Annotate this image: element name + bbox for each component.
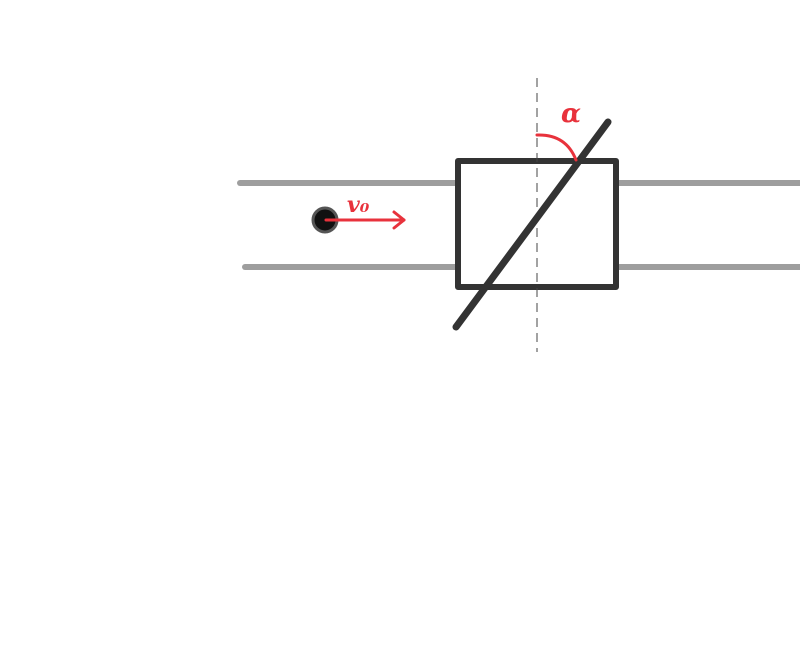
angle-arc xyxy=(535,133,578,162)
velocity-label: v₀ xyxy=(347,192,370,218)
velocity-arrow-head xyxy=(392,210,406,230)
inclined-slab xyxy=(452,118,612,331)
angle-label: α xyxy=(561,99,581,129)
block-rectangle xyxy=(455,158,619,290)
